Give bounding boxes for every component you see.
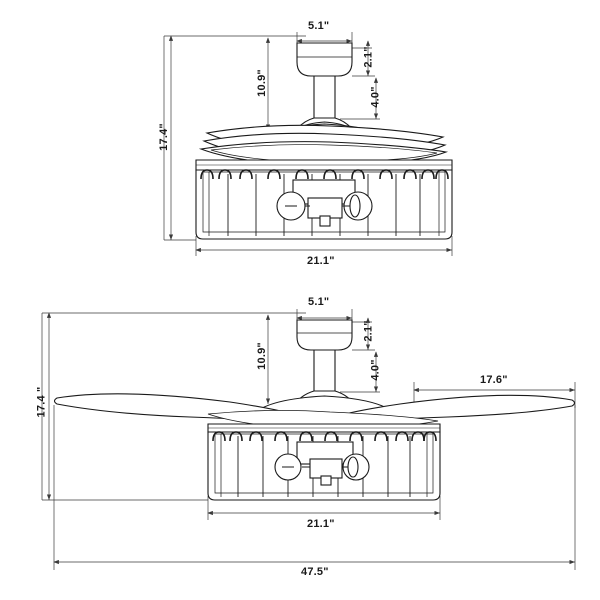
dim-label-overall-height-2: 17.4 " <box>35 386 48 418</box>
dim-label-body-width: 21.1" <box>307 255 335 267</box>
dim-label-overall-height: 17.4" <box>157 123 170 151</box>
dimension-lines-bottom <box>41 309 576 570</box>
dim-label-canopy-height-2: 2.1" <box>362 320 375 342</box>
dim-label-canopy-width-2: 5.1" <box>308 296 330 308</box>
light-kit-cage-retracted <box>195 169 453 240</box>
dim-label-canopy-height: 2.1" <box>362 46 375 68</box>
dim-label-body-width-2: 21.1" <box>307 518 335 530</box>
dimension-lines-top <box>163 32 453 256</box>
dim-label-motor-to-ceiling: 10.9" <box>255 69 268 97</box>
dim-label-canopy-width: 5.1" <box>308 20 330 32</box>
dim-label-downrod-length: 4.0" <box>369 86 382 108</box>
dim-label-blade-length: 17.6" <box>480 374 508 386</box>
dim-label-motor-to-ceiling-2: 10.9" <box>255 342 268 370</box>
light-kit-cage-extended <box>207 431 441 501</box>
dim-label-blade-span: 47.5" <box>301 566 329 578</box>
fan-extended-drawing <box>53 319 576 433</box>
dim-label-downrod-length-2: 4.0" <box>369 359 382 381</box>
fan-retracted-drawing <box>195 42 453 171</box>
